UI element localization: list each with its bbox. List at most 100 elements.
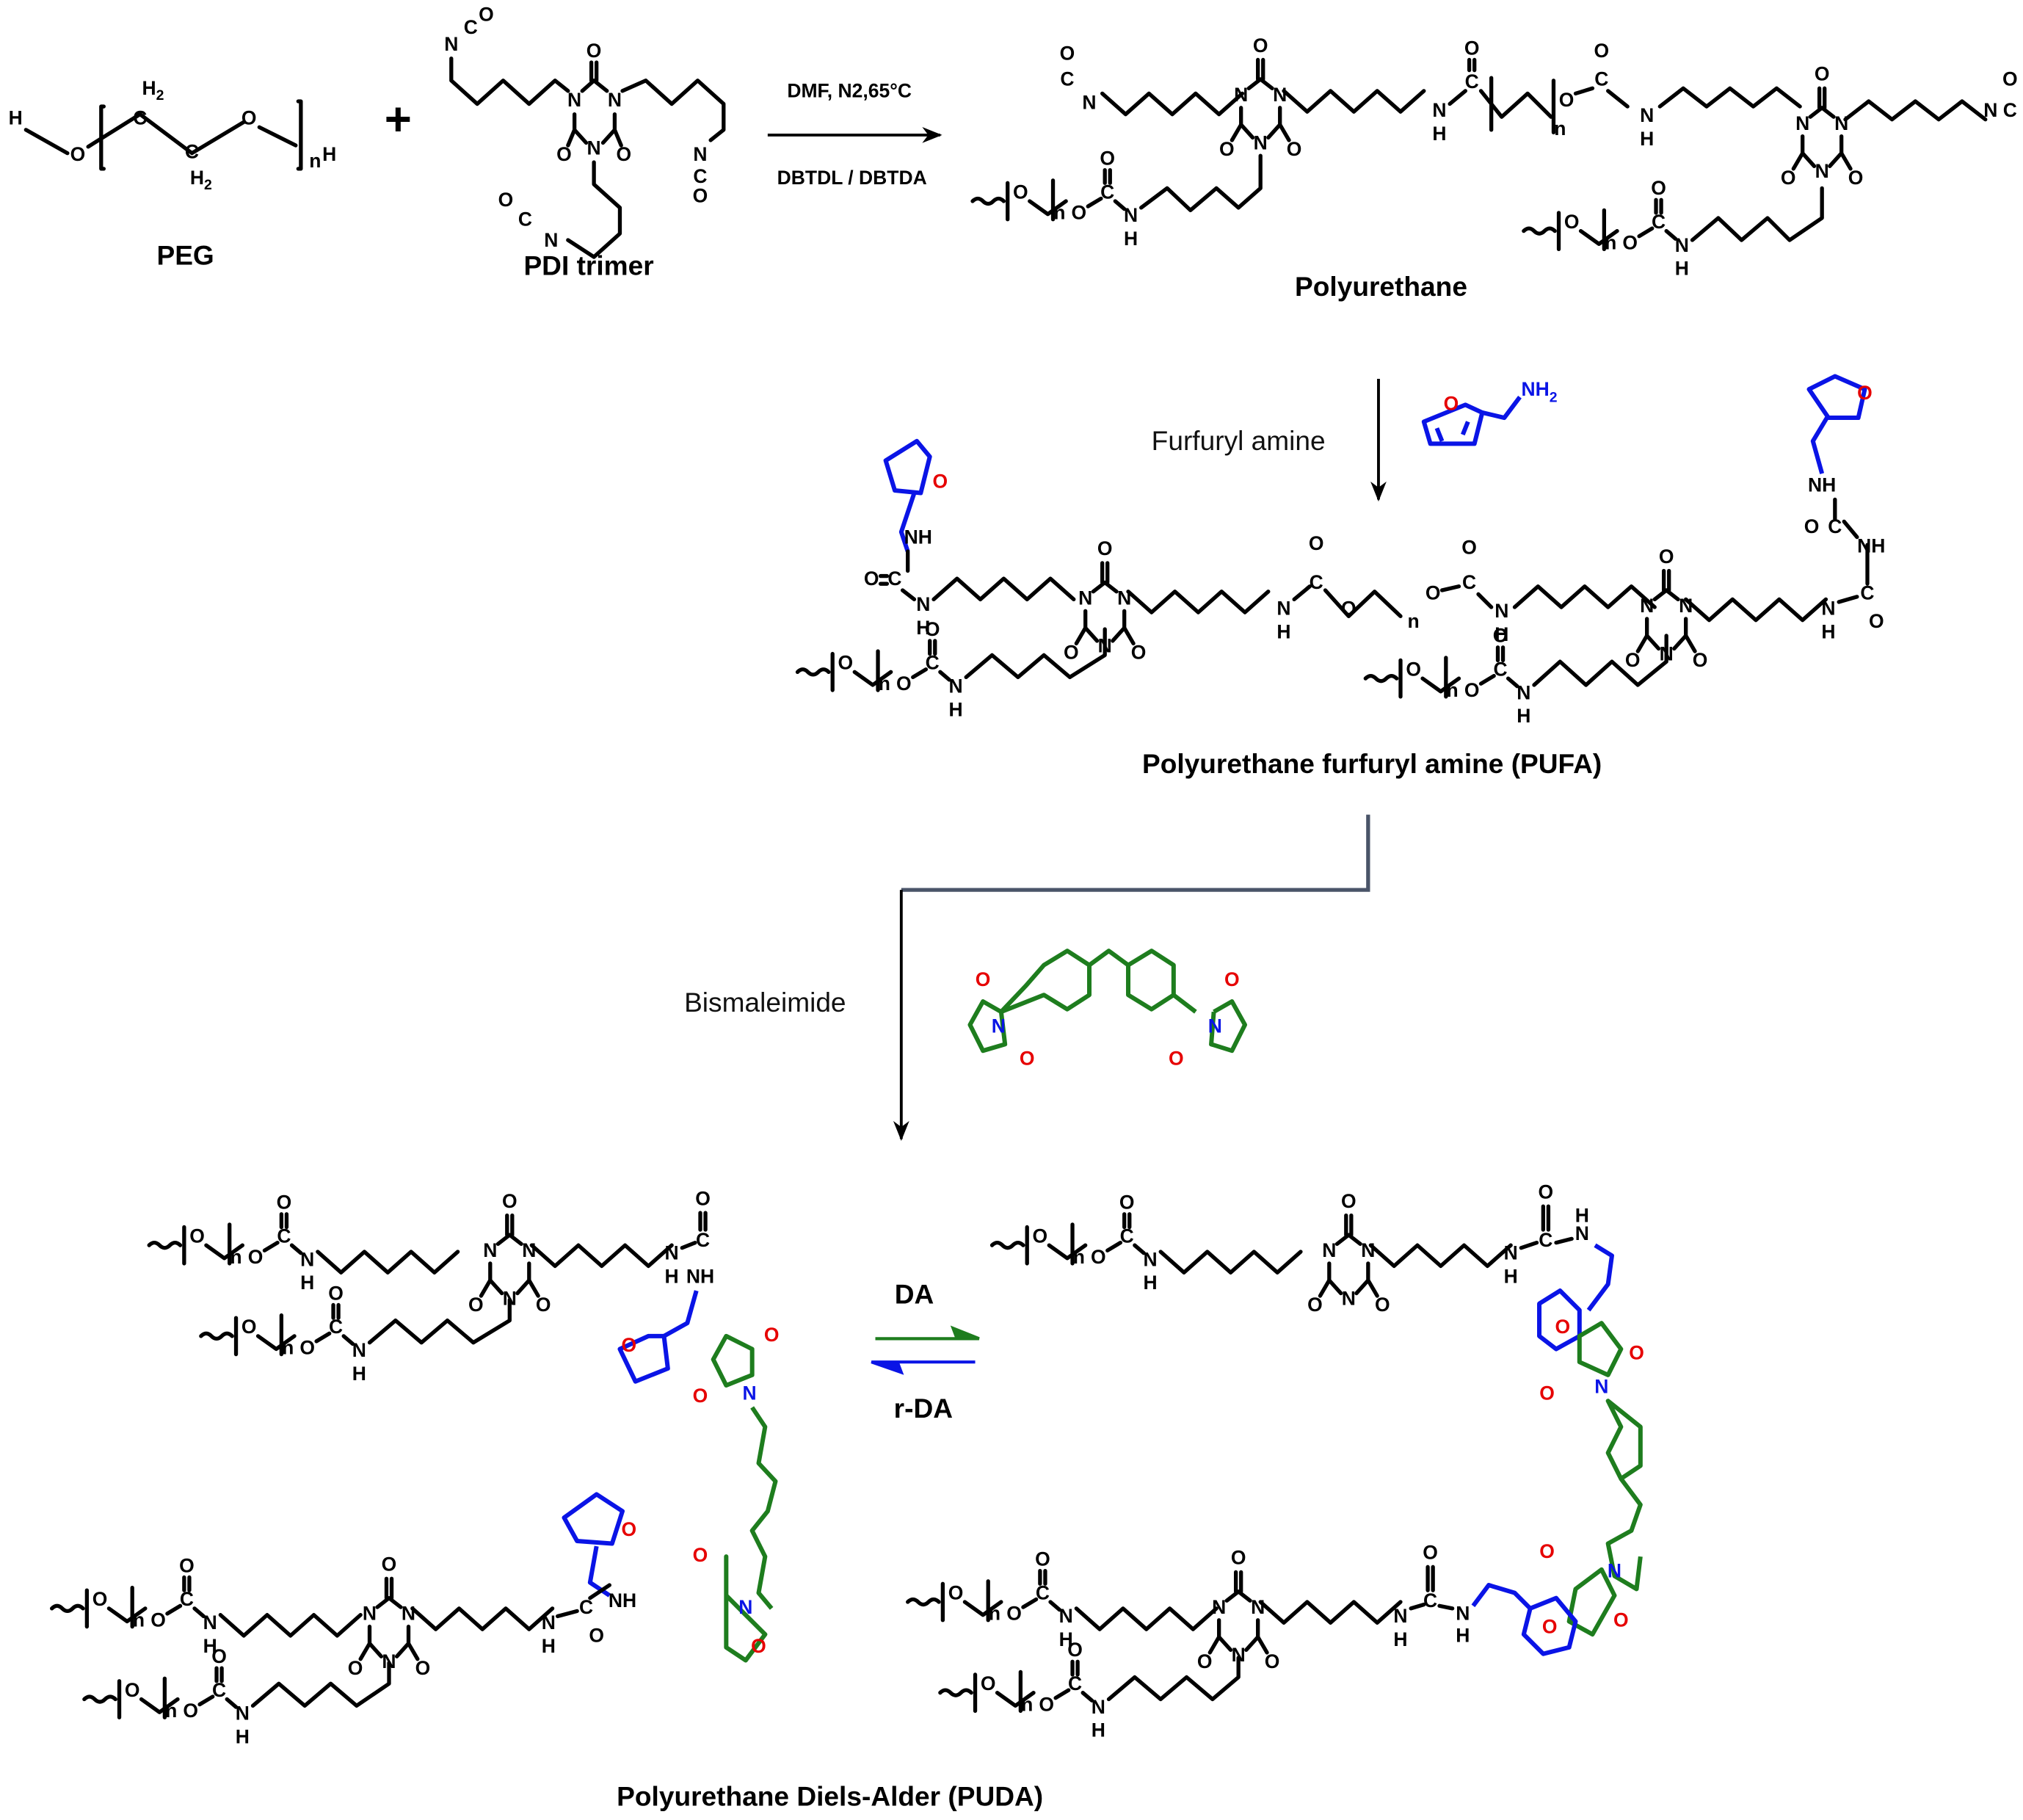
furfuryl-amine-structure: O NH2 [1421, 378, 1558, 446]
atom-n: N [544, 229, 558, 251]
atom-c: C [1465, 70, 1479, 93]
bond [165, 1603, 183, 1616]
atom-nh: NH [686, 1265, 714, 1287]
atom-n: N [1456, 1603, 1470, 1625]
peg-structure: H O H2 C C H2 O n H [9, 77, 337, 193]
atom-n: N [1575, 1222, 1589, 1244]
atom-c: C [2003, 99, 2017, 121]
reverse-arrow [871, 1360, 976, 1375]
bond [1070, 1659, 1080, 1677]
bond [1113, 199, 1127, 211]
atom-o: O [1625, 649, 1641, 671]
atom-c: C [212, 1679, 226, 1701]
atom-n: N [743, 1382, 757, 1404]
bond [1091, 561, 1119, 594]
bond [617, 1333, 670, 1384]
atom-c: C [926, 652, 940, 674]
atom-n: N [1232, 1644, 1246, 1666]
atom-h: H [948, 698, 962, 720]
bond [1605, 1477, 1643, 1592]
bond [358, 1641, 420, 1661]
atom-n: N [1432, 99, 1446, 121]
bond [1512, 584, 1657, 609]
atom-o: O [1265, 1650, 1280, 1672]
atom-o: O [1406, 659, 1421, 681]
atom-n: N [1361, 1239, 1375, 1261]
atom-o: O [1423, 1542, 1438, 1564]
atom-o: O [1869, 610, 1884, 632]
atom-o: O [586, 40, 602, 62]
atom-o: O [622, 1334, 637, 1356]
bond [1292, 584, 1312, 602]
bond [1522, 226, 1557, 236]
atom-h: H [1821, 620, 1835, 642]
atom-o: O [328, 1282, 344, 1304]
bond [1439, 584, 1494, 609]
atom-h: H [1640, 128, 1654, 150]
atom-o: O [693, 1385, 708, 1407]
bond [1080, 1691, 1094, 1703]
atom-n: n [165, 1700, 177, 1722]
bond [883, 438, 932, 496]
bond [1637, 226, 1655, 239]
atom-n: N [1124, 204, 1138, 226]
bond [192, 1606, 206, 1619]
bond [1467, 57, 1553, 119]
bond [1489, 76, 1556, 135]
bond [529, 1243, 674, 1269]
bond [1842, 519, 1859, 540]
atom-n: N [522, 1239, 536, 1261]
atom-h: H [1276, 620, 1290, 642]
atom-o: O [1039, 1693, 1054, 1715]
connector-line [901, 814, 1370, 892]
atom-o: O [1461, 536, 1477, 558]
atom-o: O [1219, 138, 1235, 160]
atom-h: H [1432, 123, 1446, 145]
bond [314, 1331, 332, 1344]
atom-nh: NH [1808, 474, 1836, 496]
atom-o: O [1375, 1294, 1390, 1316]
atom-h: H [9, 107, 23, 129]
bond [1323, 588, 1403, 618]
atom-c: C [1493, 659, 1507, 681]
atom-o: O [1539, 1382, 1555, 1404]
atom-o: O [1464, 37, 1480, 59]
atom-h: H [300, 1272, 314, 1294]
atom-c: C [1652, 211, 1666, 233]
bond [724, 1554, 768, 1663]
atom-o: O [1064, 642, 1079, 664]
atom-n: n [1021, 1693, 1033, 1715]
atom-o: O [415, 1657, 431, 1679]
bond [1224, 1570, 1252, 1603]
atom-n: N [1251, 1596, 1265, 1618]
atom-n: N [916, 593, 930, 615]
bond [911, 667, 929, 680]
bond [928, 639, 937, 656]
bond [1103, 167, 1112, 185]
atom-n: n [1447, 679, 1459, 701]
atom-n: N [542, 1611, 556, 1634]
bond [1158, 1250, 1303, 1275]
atom-o: O [1542, 1615, 1558, 1637]
atom-o: O [864, 568, 879, 590]
atom-o: O [1555, 1316, 1571, 1338]
atom-o: O [1464, 679, 1480, 701]
atom-n: N [1082, 92, 1096, 114]
atom-n: N [1640, 104, 1654, 126]
atom-o: O [589, 1625, 604, 1647]
bond [1690, 186, 1824, 242]
bond [698, 1211, 708, 1232]
bond [1106, 1656, 1241, 1702]
bond [938, 670, 951, 682]
bond [1478, 673, 1496, 686]
atom-o: O [948, 1581, 964, 1603]
bond [1684, 597, 1828, 623]
atom-n: N [1059, 1605, 1073, 1627]
bond [1654, 197, 1663, 215]
bond [556, 1583, 611, 1619]
atom-o: O [468, 1294, 484, 1316]
atom-h: H [542, 1635, 556, 1657]
atom-o: O [1804, 515, 1820, 537]
bond [1105, 1241, 1123, 1252]
